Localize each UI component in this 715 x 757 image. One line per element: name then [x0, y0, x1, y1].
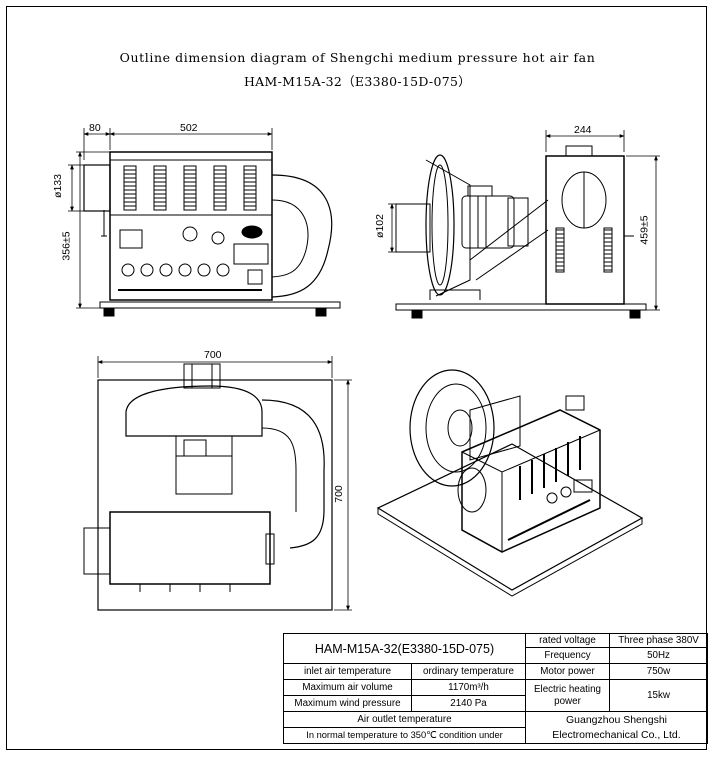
- front-indicator-5: [197, 263, 211, 277]
- dim-side-height: 459±5: [638, 215, 651, 245]
- top-duct: [261, 399, 325, 549]
- iso-handle: [565, 395, 585, 411]
- max-air-volume-value: 1170m³/h: [411, 679, 526, 696]
- front-indicator-3: [159, 263, 173, 277]
- dim-front-width: 502: [180, 122, 198, 134]
- company-name: Guangzhou Shengshi Electromechanical Co.…: [525, 711, 708, 744]
- front-vent-1: [123, 165, 137, 211]
- rated-voltage-label: rated voltage: [525, 633, 610, 648]
- front-indicator-1: [121, 263, 135, 277]
- side-dimensions: [388, 130, 660, 311]
- side-terminal-box: [467, 185, 493, 197]
- iso-base-plate: [376, 443, 644, 591]
- top-outlet-pipe: [83, 527, 111, 575]
- max-wind-pressure-label: Maximum wind pressure: [283, 695, 412, 712]
- max-air-volume-label: Maximum air volume: [283, 679, 412, 696]
- frequency-value: 50Hz: [609, 647, 708, 664]
- front-logo: [241, 225, 263, 239]
- front-vent-3: [183, 165, 197, 211]
- top-view: [83, 363, 333, 611]
- front-heater-box: [109, 151, 273, 301]
- front-ce-mark: [247, 269, 263, 285]
- front-vent-2: [153, 165, 167, 211]
- front-power-display: [119, 229, 143, 249]
- top-base-plate: [97, 379, 333, 611]
- front-duct-elbow: [271, 174, 333, 298]
- front-vent-4: [213, 165, 227, 211]
- iso-fan-disc: [409, 369, 495, 487]
- dim-side-outlet-diameter: ø102: [373, 214, 386, 238]
- dim-front-height: 356±5: [60, 231, 73, 261]
- electric-heating-power-value: 15kw: [609, 679, 708, 712]
- inlet-air-temperature-label: inlet air temperature: [283, 663, 412, 680]
- top-fan-inlet: [183, 363, 221, 389]
- iso-outlet-pipe: [457, 467, 487, 513]
- dim-front-outlet-diameter: ø133: [51, 174, 64, 198]
- motor-power-label: Motor power: [525, 663, 610, 680]
- side-motor-end-cap: [507, 197, 529, 247]
- diagram-title: Outline dimension diagram of Shengchi me…: [119, 50, 596, 65]
- air-outlet-temperature-label: Air outlet temperature: [283, 711, 526, 728]
- motor-power-value: 750w: [609, 663, 708, 680]
- dim-top-depth: 700: [332, 485, 345, 503]
- iso-motor: [469, 395, 521, 461]
- front-vent-5: [243, 165, 257, 211]
- diagram-model-subtitle: HAM-M15A-32（E3380-15D-075）: [243, 74, 471, 89]
- iso-controller: [573, 479, 593, 493]
- isometric-view: [376, 369, 644, 597]
- air-outlet-temperature-value: In normal temperature to 350℃ condition …: [283, 727, 526, 744]
- top-motor: [175, 435, 233, 495]
- company-line-1: Guangzhou Shengshi: [566, 713, 667, 726]
- side-fan-volute: [425, 154, 455, 296]
- model-cell: HAM-M15A-32(E3380-15D-075): [283, 633, 526, 664]
- front-view: [83, 151, 341, 317]
- iso-heater-box: [461, 409, 601, 553]
- front-foot-right: [315, 307, 327, 317]
- max-wind-pressure-value: 2140 Pa: [411, 695, 526, 712]
- front-selector-switch: [182, 226, 198, 242]
- side-outlet-pipe: [395, 203, 431, 253]
- drawing-frame: [6, 6, 707, 750]
- rated-voltage-value: Three phase 380V: [609, 633, 708, 648]
- front-outlet-pipe: [83, 164, 111, 212]
- inlet-air-temperature-value: ordinary temperature: [411, 663, 526, 680]
- spec-table: HAM-M15A-32(E3380-15D-075) rated voltage…: [283, 633, 708, 744]
- top-fan-housing: [125, 385, 263, 437]
- front-base-plate: [99, 301, 341, 309]
- front-duct-elbow-inner: [271, 199, 309, 278]
- top-dimensions: [97, 356, 352, 611]
- front-controller-display: [233, 243, 269, 265]
- dim-front-offset: 80: [89, 122, 101, 134]
- company-line-2: Electromechanical Co., Ltd.: [552, 728, 681, 741]
- frequency-label: Frequency: [525, 647, 610, 664]
- dim-side-width: 244: [574, 124, 592, 136]
- front-indicator-2: [140, 263, 154, 277]
- electric-heating-power-label: Electric heating power: [525, 679, 610, 712]
- front-temp-knob: [211, 231, 225, 245]
- front-indicator-6: [216, 263, 230, 277]
- front-indicator-4: [178, 263, 192, 277]
- side-base-plate: [395, 303, 647, 311]
- top-terminal-box: [183, 439, 207, 457]
- side-support: [429, 289, 481, 300]
- front-foot-left: [103, 307, 115, 317]
- front-dimensions: [68, 128, 273, 309]
- side-view: [395, 145, 647, 319]
- top-heater-box: [109, 511, 271, 585]
- side-handle: [565, 145, 593, 157]
- dim-top-width: 700: [204, 349, 222, 361]
